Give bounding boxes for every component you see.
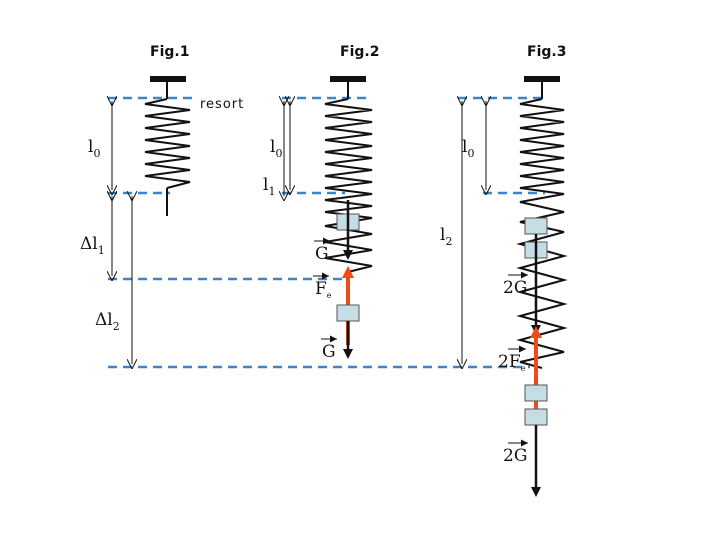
fig3-title: Fig.3 [527,44,566,60]
fig2-G-label-upper: G [315,244,329,264]
fig1-title: Fig.1 [150,44,189,60]
fig2-l1-label: l1 [263,175,275,198]
fig2-weight [336,304,360,322]
dl1-label: Δl1 [80,234,105,257]
fig3-2Fe-label: 2Fe [498,352,526,373]
fig3-ghost-weight-top [524,217,548,235]
fig2-title: Fig.2 [340,44,379,60]
fig2-G-label: G [322,342,336,362]
fig3-2G-label: 2G [503,446,527,466]
fig2-l0-label: l0 [270,137,282,160]
dl2-label: Δl2 [95,310,120,333]
fig3-weight-bottom [524,408,548,426]
reference-lines [108,96,545,369]
fig3-l2-label: l2 [440,225,452,248]
fig3-spring [516,76,568,369]
fig3-l0-label: l0 [462,137,474,160]
fig1-spring [144,76,191,216]
fig3-2G-label-upper: 2G [503,278,527,298]
resort-annotation: resort [200,97,244,112]
fig3-weight-top [524,384,548,402]
fig2-Fe-label: Fe [315,279,332,300]
fig1-l0-label: l0 [88,137,100,160]
